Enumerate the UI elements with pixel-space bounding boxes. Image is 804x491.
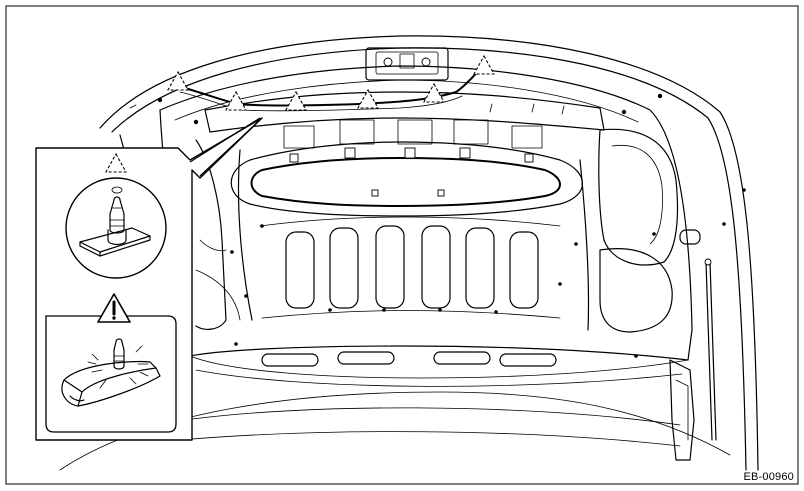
panel-holes <box>129 93 746 358</box>
reference-code: EB-00960 <box>743 471 794 483</box>
clip-markers <box>167 54 495 111</box>
clip-marker-1 <box>167 70 189 91</box>
hood-seal-line <box>177 65 485 112</box>
right-side-frame <box>579 128 701 333</box>
clip-part-drawing <box>79 186 151 257</box>
clip-detail-circle <box>65 177 167 279</box>
clip-marker-5 <box>423 82 445 103</box>
clip-marker-4 <box>357 88 379 109</box>
clip-damage-drawing <box>61 338 161 407</box>
clip-marker-2 <box>225 90 247 111</box>
lower-slots <box>261 351 557 367</box>
detail-callout <box>35 117 263 441</box>
caution-box <box>45 315 177 433</box>
warning-triangle-icon <box>97 293 131 323</box>
vertical-ribs <box>259 216 561 319</box>
hood-stay-rod <box>704 258 717 441</box>
clip-marker-3 <box>285 90 307 111</box>
hood-latch <box>365 47 449 81</box>
clip-marker-6 <box>473 54 495 75</box>
upper-reinforcement <box>204 91 605 149</box>
figure-border <box>5 5 799 485</box>
center-crossbar <box>230 141 584 217</box>
hood-hinge <box>669 359 695 461</box>
clip-symbol-icon <box>105 152 127 173</box>
